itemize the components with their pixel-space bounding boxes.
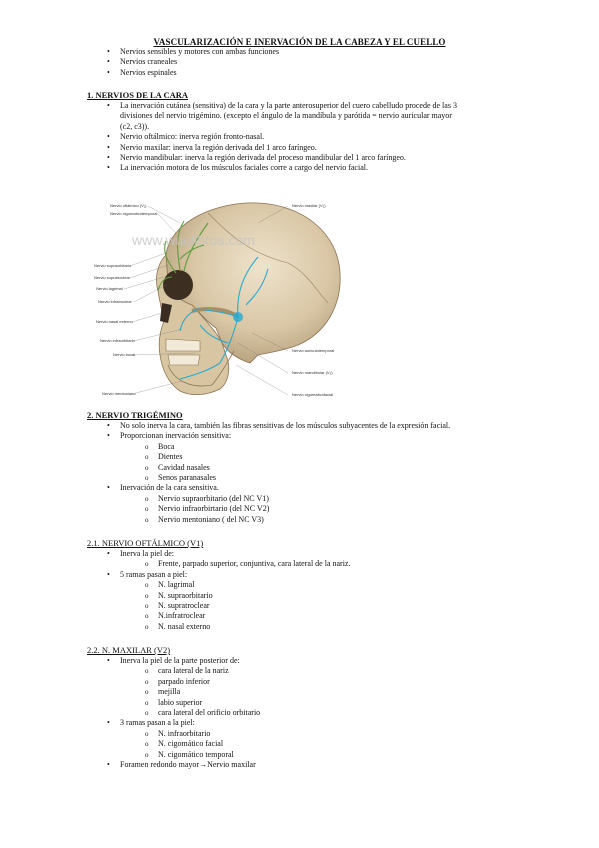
- list-item: 3 ramas pasan a la piel:: [87, 718, 537, 729]
- mandible-outline-shape: [167, 350, 235, 387]
- figure-label: Nervio mentoniano: [102, 391, 136, 396]
- list-item: Nervio oftálmico: inerva región fronto-n…: [87, 132, 527, 143]
- list-item: 5 ramas pasan a piel:: [87, 570, 537, 581]
- arrow-icon: →: [199, 760, 208, 770]
- figure-label: Nervio auriculotemporal: [292, 348, 334, 353]
- sub-list-item: N. cigomático temporal: [87, 750, 537, 761]
- list-item-continuation: (c2, c3)).: [120, 121, 150, 131]
- skull-nerves-figure: www.wuolibros.com Nervio oftálmico (V₁) …: [94, 202, 341, 397]
- figure-label: Nervio cigomaticofacial: [292, 392, 333, 397]
- list-item-foramen: Foramen redondo mayor→Nervio maxilar: [87, 760, 537, 771]
- maxilar-text: Nervio maxilar: [207, 760, 256, 770]
- figure-label: Nervio bucal: [113, 352, 135, 357]
- sub-list-item: N. nasal externo: [87, 622, 537, 633]
- nasal-cavity-shape: [160, 303, 172, 323]
- section22-list: Inerva la piel de la parte posterior de:…: [87, 656, 537, 771]
- list-item: La inervación cutánea (sensitiva) de la …: [87, 101, 527, 112]
- figure-label: Nervio lagrimal: [96, 286, 123, 291]
- upper-teeth-shape: [165, 338, 201, 352]
- sub-list-item: Nervio infraorbirtario (del NC V2): [87, 504, 537, 515]
- section-heading-trigemino: 2. NERVIO TRIGÉMINO: [87, 410, 183, 420]
- sub-list-item: N. supraorbitario: [87, 591, 537, 602]
- sub-list-item: N. supratroclear: [87, 601, 537, 612]
- sub-list-item: mejilla: [87, 687, 537, 698]
- section1-list: La inervación cutánea (sensitiva) de la …: [87, 101, 527, 174]
- sub-list-item: Nervio mentoniano ( del NC V3): [87, 515, 537, 526]
- list-item: Nervio mandibular: inerva la región deri…: [87, 153, 527, 164]
- figure-label: Nervio cigomaticotemporal: [110, 211, 157, 216]
- sub-list-item: cara lateral de la nariz: [87, 666, 537, 677]
- figure-label: Nervio infratroclear: [98, 299, 132, 304]
- figure-label: Nervio supratroclear: [94, 275, 131, 280]
- section-heading-maxilar: 2.2. N. MAXILAR (V2): [87, 645, 171, 655]
- foramen-text: Foramen redondo mayor: [120, 760, 200, 770]
- figure-label: Nervio oftálmico (V₁): [110, 203, 147, 208]
- sub-list-item: N. lagrimal: [87, 580, 537, 591]
- lower-teeth-shape: [167, 354, 201, 366]
- watermark-text: www.wuolibros.com: [131, 232, 255, 248]
- sub-list-item: Senos paranasales: [87, 473, 537, 484]
- figure-label: Nervio maxilar (V₂): [292, 203, 326, 208]
- sub-list-item: N. cigomático facial: [87, 739, 537, 750]
- list-item: Inervación de la cara sensitiva.: [87, 483, 537, 494]
- sub-list-item: parpado inferior: [87, 677, 537, 688]
- sub-list-item: N.infratroclear: [87, 611, 537, 622]
- page-title: VASCULARIZACIÓN E INERVACIÓN DE LA CABEZ…: [153, 37, 446, 47]
- orbit-shape: [163, 270, 193, 300]
- figure-label: Nervio mandibular (V₃): [292, 370, 333, 375]
- intro-list: Nervios sensibles y motores con ambas fu…: [87, 47, 527, 79]
- sub-list-item: Cavidad nasales: [87, 463, 537, 474]
- list-item: Inerva la piel de:: [87, 549, 537, 560]
- suture-line-shape: [207, 212, 329, 304]
- list-item: Nervio maxilar: inerva la región derivad…: [87, 143, 527, 154]
- sub-list-item: labio superior: [87, 698, 537, 709]
- figure-leader-lines: [123, 205, 289, 396]
- list-item: Inerva la piel de la parte posterior de:: [87, 656, 537, 667]
- list-item-continuation: divisiones del nervio trigémino. (except…: [120, 111, 452, 121]
- figure-label: Nervio infraorbitario: [100, 338, 136, 343]
- list-item: Nervios espinales: [87, 68, 527, 79]
- sub-list-item: Dientes: [87, 452, 537, 463]
- figure-left-labels: Nervio oftálmico (V₁) Nervio cigomaticot…: [94, 203, 157, 396]
- list-item: Nervios sensibles y motores con ambas fu…: [87, 47, 527, 58]
- section-heading-nervios-cara: 1. NERVIOS DE LA CARA: [87, 90, 189, 100]
- list-item: La inervación motora de los músculos fac…: [87, 163, 527, 174]
- sub-list-item: Frente, parpado superior, conjuntiva, ca…: [87, 559, 537, 570]
- list-item: No solo inerva la cara, también las fibr…: [87, 421, 537, 432]
- section21-list: Inerva la piel de: Frente, parpado super…: [87, 549, 537, 633]
- nerve-junction-shape: [233, 312, 243, 322]
- figure-right-labels: Nervio maxilar (V₂) Nervio auriculotempo…: [292, 203, 334, 397]
- sub-list-item: N. infraorbitario: [87, 729, 537, 740]
- section-heading-oftalmico: 2.1. NERVIO OFTÁLMICO (V1): [87, 538, 204, 548]
- sub-list-item: Boca: [87, 442, 537, 453]
- figure-label: Nervio supraorbitario: [94, 263, 132, 268]
- list-item: Nervios craneales: [87, 57, 527, 68]
- section2-list: No solo inerva la cara, también las fibr…: [87, 421, 537, 525]
- list-item: Proporcionan inervación sensitiva:: [87, 431, 537, 442]
- sub-list-item: cara lateral del orificio orbitario: [87, 708, 537, 719]
- sub-list-item: Nervio supraorbitario (del NC V1): [87, 494, 537, 505]
- figure-label: Nervio nasal externo: [96, 319, 133, 324]
